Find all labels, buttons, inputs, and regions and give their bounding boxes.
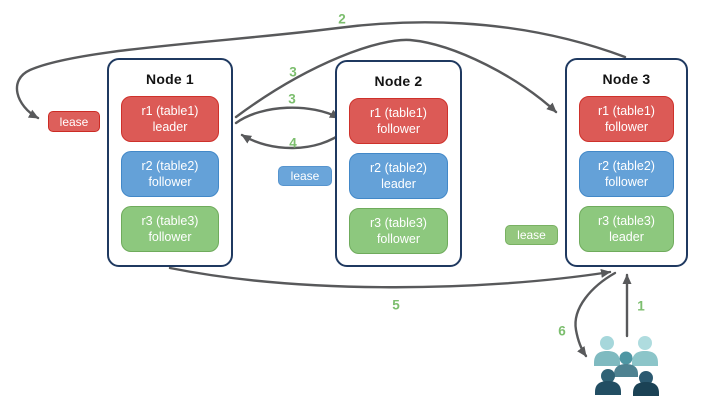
lease-badge-table1: lease — [48, 111, 100, 132]
arrow-6-node3-to-clients — [574, 271, 617, 358]
person-icon — [594, 336, 620, 366]
step-label-2: 2 — [338, 11, 346, 27]
node-2-title: Node 2 — [374, 73, 423, 89]
node-3: Node 3 r1 (table1) follower r2 (table2) … — [565, 58, 688, 267]
replica-role: follower — [604, 175, 649, 189]
replica-role: follower — [148, 230, 192, 244]
replica-role: leader — [609, 230, 644, 244]
step-label-3-short: 3 — [288, 91, 296, 107]
step-label-6: 6 — [558, 323, 566, 339]
lease-badge-table2: lease — [278, 166, 332, 186]
node-1-title: Node 1 — [146, 71, 194, 87]
replica-name: r3 (table3) — [598, 214, 655, 228]
node-2: Node 2 r1 (table1) follower r2 (table2) … — [335, 60, 462, 267]
replica-name: r1 (table1) — [598, 104, 655, 118]
arrow-3-leader-to-node2 — [234, 106, 341, 125]
users-icon — [594, 336, 659, 396]
person-icon — [632, 336, 658, 366]
node-3-replica-r2: r2 (table2) follower — [579, 151, 674, 197]
node-1-replica-r1: r1 (table1) leader — [121, 96, 219, 142]
replica-name: r2 (table2) — [141, 159, 199, 173]
person-icon — [595, 369, 621, 395]
node-3-title: Node 3 — [602, 71, 651, 87]
node-2-replica-r2: r2 (table2) leader — [349, 153, 448, 199]
node-2-replica-r1: r1 (table1) follower — [349, 98, 448, 144]
replica-role: follower — [376, 232, 421, 246]
node-2-replica-r3: r3 (table3) follower — [349, 208, 448, 254]
replica-name: r1 (table1) — [370, 106, 427, 120]
step-label-4: 4 — [289, 135, 297, 151]
step-label-5: 5 — [392, 297, 400, 313]
lease-badge-table3: lease — [505, 225, 558, 245]
person-icon — [614, 351, 638, 377]
node-1: Node 1 r1 (table1) leader r2 (table2) fo… — [107, 58, 233, 267]
node-1-replica-r3: r3 (table3) follower — [121, 206, 219, 252]
replica-name: r2 (table2) — [598, 159, 655, 173]
replica-role: follower — [604, 120, 649, 134]
replica-name: r2 (table2) — [370, 161, 427, 175]
replica-role: leader — [381, 177, 416, 191]
node-3-replica-r1: r1 (table1) follower — [579, 96, 674, 142]
node-3-replica-r3: r3 (table3) leader — [579, 206, 674, 252]
replica-name: r3 (table3) — [141, 214, 199, 228]
step-label-1: 1 — [637, 298, 645, 314]
replica-name: r3 (table3) — [370, 216, 427, 230]
replica-role: leader — [152, 120, 188, 134]
replica-name: r1 (table1) — [141, 104, 199, 118]
replica-role: follower — [148, 175, 192, 189]
node-1-replica-r2: r2 (table2) follower — [121, 151, 219, 197]
replica-role: follower — [376, 122, 421, 136]
person-icon — [633, 371, 659, 396]
step-label-3-long: 3 — [289, 64, 297, 80]
arrow-5-node1-to-node3 — [168, 266, 612, 289]
